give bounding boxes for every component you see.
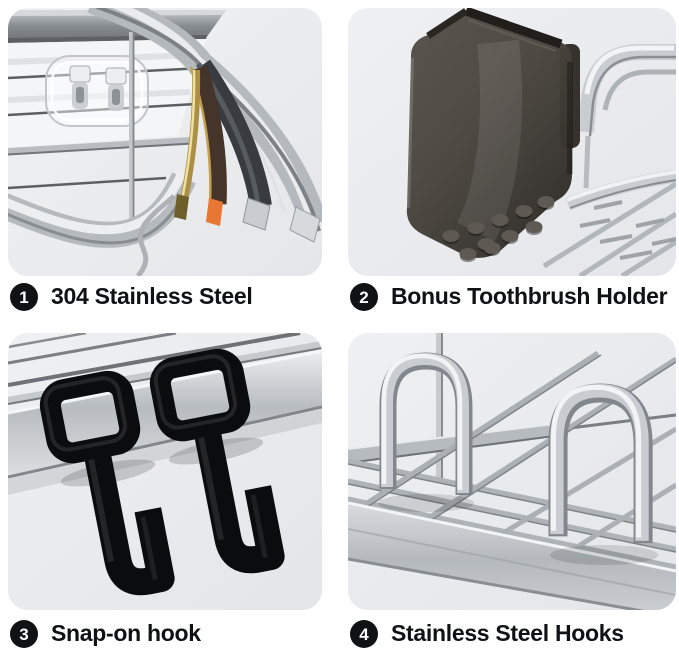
gold-layer: [180, 69, 201, 201]
feature-photo-tile-2: [348, 8, 676, 276]
steel-rack: [542, 44, 676, 276]
drain-nubs: [442, 196, 555, 262]
feature-label: 304 Stainless Steel: [51, 283, 253, 310]
clear-hook: [69, 65, 91, 109]
wire-curl: [136, 194, 176, 276]
feature-number: 2: [359, 287, 369, 307]
vertical-rod-shade: [132, 32, 135, 230]
feature-caption-1: 1 304 Stainless Steel: [10, 281, 253, 313]
bronze-layer: [190, 65, 227, 205]
feature-label: Snap-on hook: [51, 620, 201, 647]
snap-on-hooks-illustration: [8, 333, 322, 610]
orange-layer-end: [206, 198, 223, 226]
vertical-rod-shade: [441, 333, 443, 483]
feature-photo-tile-4: [348, 333, 676, 610]
feature-number-badge: 4: [350, 620, 378, 648]
feature-label: Stainless Steel Hooks: [391, 620, 624, 647]
clear-hook: [105, 67, 127, 111]
feature-number-badge: 3: [10, 620, 38, 648]
vertical-rod: [129, 32, 134, 230]
toothbrush-cup: [406, 8, 580, 262]
hook-shadow: [378, 494, 474, 512]
adhesive-wall-mount: [45, 55, 149, 127]
feature-photo-tile-1: [8, 8, 322, 276]
wire-grid: [348, 350, 676, 570]
feature-number: 4: [359, 624, 369, 644]
front-steel-band: [348, 501, 676, 610]
feature-caption-3: 3 Snap-on hook: [10, 618, 201, 650]
feature-number-badge: 2: [350, 283, 378, 311]
stainless-steel-layers-illustration: [8, 8, 322, 276]
feature-photo-tile-3: [8, 333, 322, 610]
feature-number: 3: [19, 624, 29, 644]
stainless-wire-hooks-illustration: [348, 333, 676, 610]
feature-number: 1: [19, 287, 29, 307]
hook-shadow: [550, 545, 658, 565]
vertical-rod: [436, 333, 443, 483]
feature-number-badge: 1: [10, 283, 38, 311]
layer-fan: [87, 8, 322, 243]
feature-caption-4: 4 Stainless Steel Hooks: [350, 618, 624, 650]
feature-label: Bonus Toothbrush Holder: [391, 283, 668, 310]
toothbrush-holder-illustration: [348, 8, 676, 276]
feature-caption-2: 2 Bonus Toothbrush Holder: [350, 281, 668, 313]
